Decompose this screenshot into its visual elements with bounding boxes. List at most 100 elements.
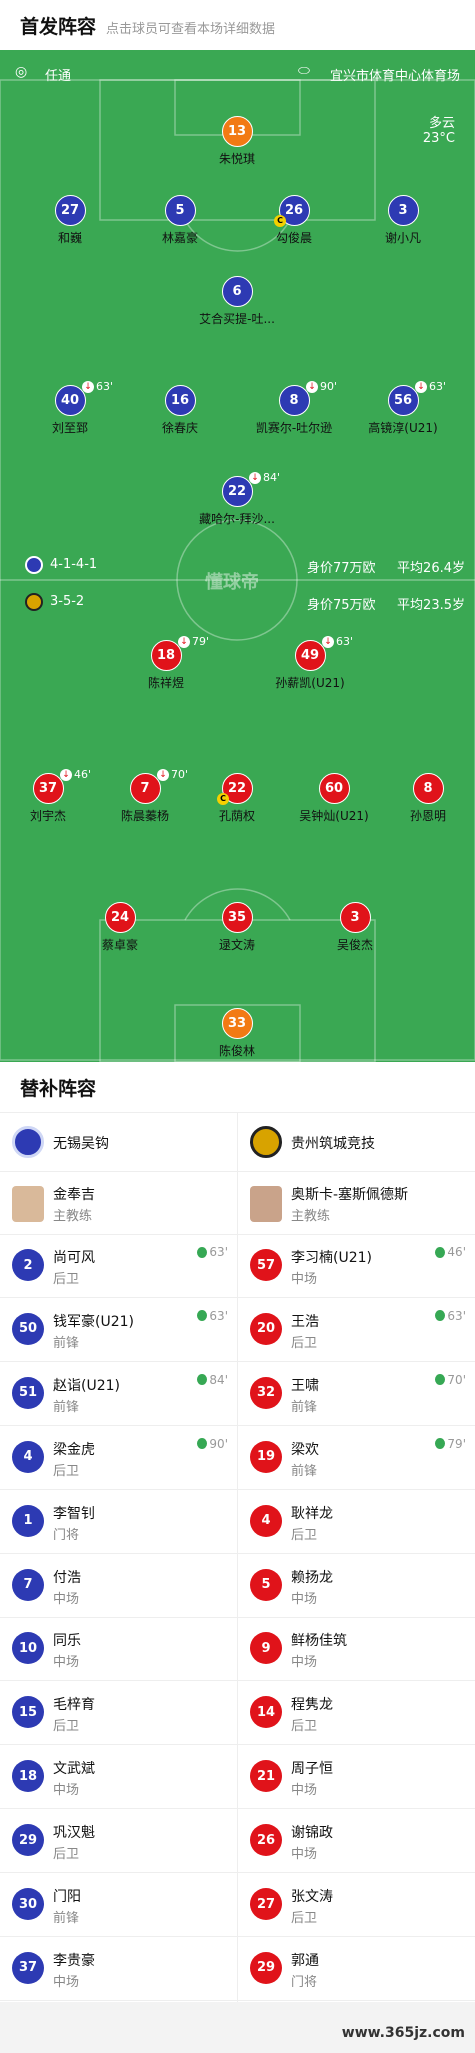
sub-position: 前锋 — [53, 1911, 80, 1926]
sub-minute: 90' — [320, 380, 338, 393]
player-number-badge: 27 — [54, 195, 86, 226]
player-name: 孙薪凯(U21) — [275, 676, 345, 690]
home-player[interactable]: 5 林嘉豪 — [120, 195, 240, 246]
sub-in-indicator: 63' — [197, 1245, 228, 1259]
away-coach[interactable]: 奥斯卡-塞斯佩德斯 主教练 — [238, 1172, 474, 1235]
away-coach-avatar — [250, 1186, 282, 1222]
sub-out-icon: ↓ — [157, 768, 169, 781]
away-avg-age: 平均23.5岁 — [397, 598, 465, 613]
away-team-name: 贵州筑城竞技 — [291, 1136, 375, 1152]
away-team-header[interactable]: 贵州筑城竞技 — [238, 1113, 474, 1176]
sub-position: 后卫 — [53, 1272, 80, 1287]
sub-name: 赖扬龙 — [291, 1569, 333, 1586]
home-team-header[interactable]: 无锡吴钩 — [0, 1113, 236, 1176]
sub-in-indicator: 46' — [435, 1245, 466, 1259]
subs-title: 替补阵容 — [20, 1078, 97, 1100]
sub-name: 尚可风 — [53, 1250, 95, 1266]
sub-name: 谢锦政 — [291, 1825, 333, 1842]
player-name: 蔡卓豪 — [101, 938, 138, 952]
sub-number-badge: 51 — [12, 1376, 44, 1409]
footer: www.365jz.com — [0, 2002, 475, 2053]
player-number-badge: 35 — [221, 902, 253, 933]
sub-in-minute: 90' — [209, 1436, 228, 1451]
captain-badge: C — [217, 793, 229, 805]
sub-in-indicator: 84' — [197, 1373, 228, 1387]
player-number-badge: 6 — [221, 276, 253, 307]
sub-name: 李智钊 — [53, 1505, 95, 1522]
sub-number-badge: 4 — [250, 1504, 282, 1537]
player-name: 林嘉豪 — [161, 231, 198, 245]
weather: 多云 — [428, 116, 455, 131]
sub-in-minute: 84' — [209, 1372, 228, 1387]
sub-name: 梁金虎 — [53, 1441, 95, 1458]
sub-minute: 63' — [96, 380, 114, 393]
referee-name: 任通 — [45, 69, 72, 84]
home-coach[interactable]: 金奉吉 主教练 — [0, 1172, 236, 1235]
sub-number-badge: 2 — [12, 1249, 44, 1281]
sub-name: 付浩 — [53, 1569, 81, 1586]
section-title: 首发阵容 — [20, 16, 97, 38]
home-sub-player[interactable]: 2 尚可风后卫 63' — [0, 1235, 236, 1298]
sub-name: 巩汉魁 — [53, 1825, 95, 1842]
player-number-badge: 5 — [164, 195, 196, 226]
starting-lineup-header: 首发阵容 点击球员可查看本场详细数据 — [0, 12, 475, 39]
sub-name: 赵诣(U21) — [53, 1377, 120, 1394]
player-number-badge: 37 — [32, 773, 64, 804]
sub-number-badge: 15 — [12, 1696, 44, 1729]
player-number-badge: 7 — [129, 773, 161, 804]
sub-number-badge: 9 — [250, 1632, 282, 1665]
home-avg-age: 平均26.4岁 — [397, 561, 465, 576]
sub-in-minute: 79' — [447, 1436, 466, 1451]
home-team-logo-icon — [12, 1126, 44, 1158]
sub-position: 中场 — [291, 1847, 318, 1863]
sub-position: 前锋 — [291, 1463, 318, 1479]
sub-position: 中场 — [53, 1783, 80, 1799]
player-name: 勾俊晨 — [275, 231, 312, 245]
